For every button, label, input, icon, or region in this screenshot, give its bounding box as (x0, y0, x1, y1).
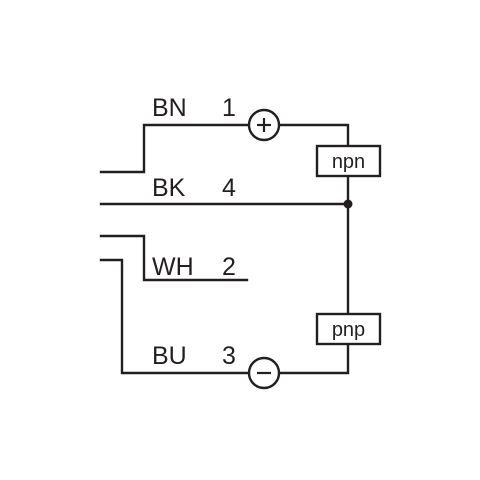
wire-positive-rail (277, 123, 350, 148)
wire-negative-rail (277, 342, 350, 375)
wire-bu-code: BU (152, 342, 187, 370)
wire-bk-code: BK (152, 174, 186, 202)
wire-wh (99, 234, 249, 282)
pnp-output-box: pnp (315, 312, 382, 346)
positive-terminal (247, 108, 281, 142)
wire-bn-pin: 1 (222, 94, 236, 122)
wire-bk-pin: 4 (222, 174, 236, 202)
wire-wh-pin: 2 (222, 253, 236, 281)
npn-output-box: npn (315, 144, 382, 178)
wire-bn-code: BN (152, 94, 187, 122)
wire-bu-pin: 3 (222, 342, 236, 370)
npn-label: npn (332, 151, 365, 173)
plus-icon (257, 118, 271, 132)
pnp-label: pnp (332, 319, 365, 341)
wire-wh-code: WH (152, 253, 194, 281)
junction-dot (343, 199, 353, 209)
wire-bn (99, 123, 251, 174)
wire-bu (99, 258, 251, 375)
negative-terminal (247, 356, 281, 390)
